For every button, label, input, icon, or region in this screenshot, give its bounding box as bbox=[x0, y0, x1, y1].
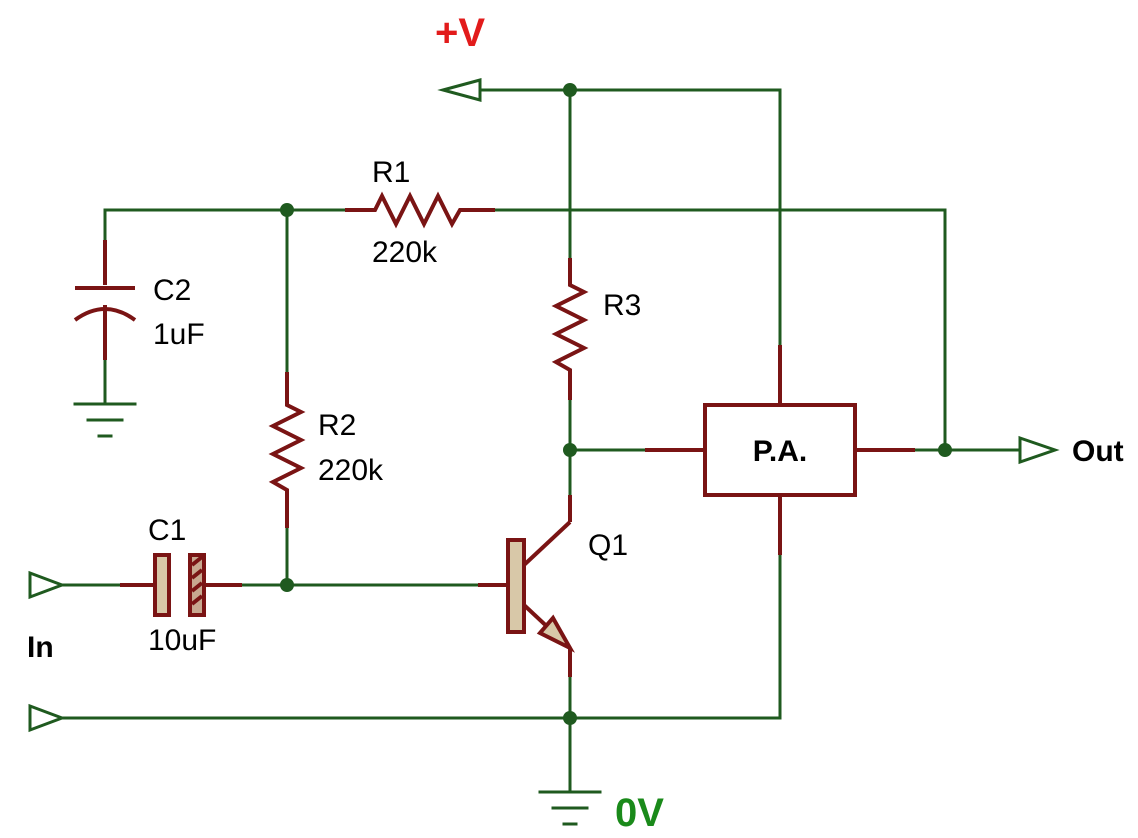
q1-ref-label: Q1 bbox=[588, 529, 628, 562]
junction-rail bbox=[563, 83, 577, 97]
junction-r1-r2 bbox=[280, 203, 294, 217]
resistor-r2 bbox=[268, 372, 306, 528]
resistor-r3 bbox=[551, 258, 589, 400]
r3-ref-label: R3 bbox=[603, 289, 641, 322]
c2-value-label: 1uF bbox=[153, 318, 205, 351]
junctions bbox=[280, 83, 952, 725]
wire-ground-rail bbox=[60, 553, 782, 720]
output-label: Out bbox=[1072, 435, 1124, 468]
positive-supply-label: +V bbox=[435, 11, 485, 55]
junction-base bbox=[280, 578, 294, 592]
input-label: In bbox=[27, 631, 54, 664]
input-terminal bbox=[28, 570, 67, 600]
resistor-r1 bbox=[345, 191, 495, 229]
c1-value-label: 10uF bbox=[148, 624, 216, 657]
r2-value-label: 220k bbox=[318, 454, 384, 487]
c2-ref-label: C2 bbox=[153, 274, 191, 307]
c1-ref-label: C1 bbox=[148, 514, 186, 547]
ground-label: 0V bbox=[615, 791, 664, 835]
transistor-q1 bbox=[478, 495, 575, 677]
wire-r1-feedback bbox=[493, 208, 947, 452]
junction-output bbox=[938, 443, 952, 457]
r1-value-label: 220k bbox=[372, 236, 438, 269]
junction-collector bbox=[563, 443, 577, 457]
input-ground-terminal bbox=[28, 703, 67, 733]
positive-supply-terminal bbox=[437, 78, 482, 102]
r1-ref-label: R1 bbox=[372, 156, 410, 189]
ground-symbol-main bbox=[538, 790, 602, 826]
capacitor-c1 bbox=[120, 553, 242, 617]
capacitor-c2 bbox=[73, 240, 137, 360]
pa-label: P.A. bbox=[753, 435, 807, 468]
junction-ground bbox=[563, 711, 577, 725]
power-amplifier-block: P.A. bbox=[645, 345, 915, 555]
output-terminal bbox=[1018, 435, 1060, 465]
r2-ref-label: R2 bbox=[318, 409, 356, 442]
wires bbox=[60, 88, 1022, 792]
ground-symbol-c2 bbox=[73, 402, 137, 438]
